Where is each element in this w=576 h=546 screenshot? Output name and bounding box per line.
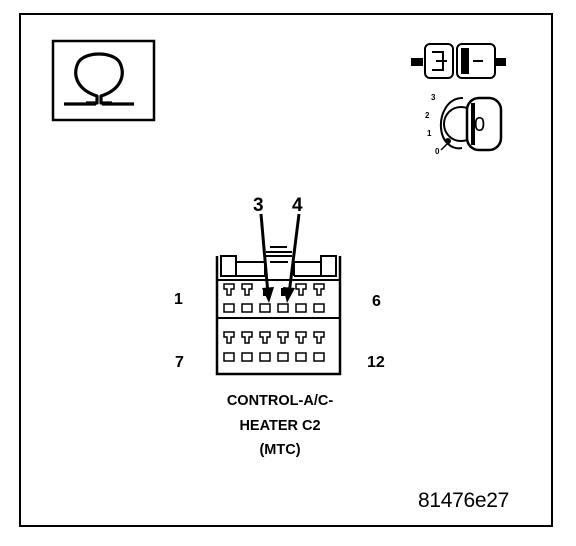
terminal-latch-top-2 (241, 283, 253, 296)
pin-label-7: 7 (175, 354, 184, 371)
terminal-latch-top-1 (223, 283, 235, 296)
terminal-latch-top-6 (313, 283, 325, 296)
cavity-bottom-6 (313, 352, 325, 362)
ignition-key-icon (439, 96, 503, 152)
terminal-latch-bottom-4 (277, 331, 289, 344)
cavity-top-1 (223, 303, 235, 313)
diagram-frame (19, 13, 553, 527)
dial-position-3: 3 (431, 93, 436, 102)
cavity-bottom-5 (295, 352, 307, 362)
connector-caption-line-3: (MTC) (259, 442, 301, 458)
cavity-top-3 (259, 303, 271, 313)
connector-icon (411, 43, 506, 79)
cavity-bottom-1 (223, 352, 235, 362)
figure-code: 81476e27 (418, 489, 510, 512)
dial-position-0: 0 (435, 147, 440, 156)
ohm-icon (51, 39, 156, 122)
terminal-latch-bottom-1 (223, 331, 235, 344)
called-out-pin-3 (263, 288, 267, 296)
connector-face (215, 246, 342, 376)
callout-4: 4 (292, 195, 303, 216)
cavity-top-6 (313, 303, 325, 313)
pin-label-12: 12 (367, 354, 385, 371)
callout-3: 3 (253, 195, 264, 216)
terminal-latch-bottom-2 (241, 331, 253, 344)
connector-caption-line-1: CONTROL-A/C- (226, 393, 334, 409)
terminal-latch-top-5 (295, 283, 307, 296)
terminal-latch-bottom-6 (313, 331, 325, 344)
cavity-top-2 (241, 303, 253, 313)
dial-position-1: 1 (427, 129, 432, 138)
cavity-top-5 (295, 303, 307, 313)
cavity-bottom-3 (259, 352, 271, 362)
pin-label-1: 1 (174, 291, 183, 308)
cavity-bottom-2 (241, 352, 253, 362)
cavity-top-4 (277, 303, 289, 313)
dial-position-2: 2 (425, 111, 430, 120)
connector-caption-line-2: HEATER C2 (239, 418, 321, 434)
ignition-key-label: 0 (474, 114, 486, 136)
cavity-bottom-4 (277, 352, 289, 362)
terminal-latch-bottom-3 (259, 331, 271, 344)
terminal-latch-bottom-5 (295, 331, 307, 344)
pin-label-6: 6 (372, 293, 381, 310)
terminal-cavities (223, 283, 325, 362)
called-out-pin-4 (281, 288, 285, 296)
